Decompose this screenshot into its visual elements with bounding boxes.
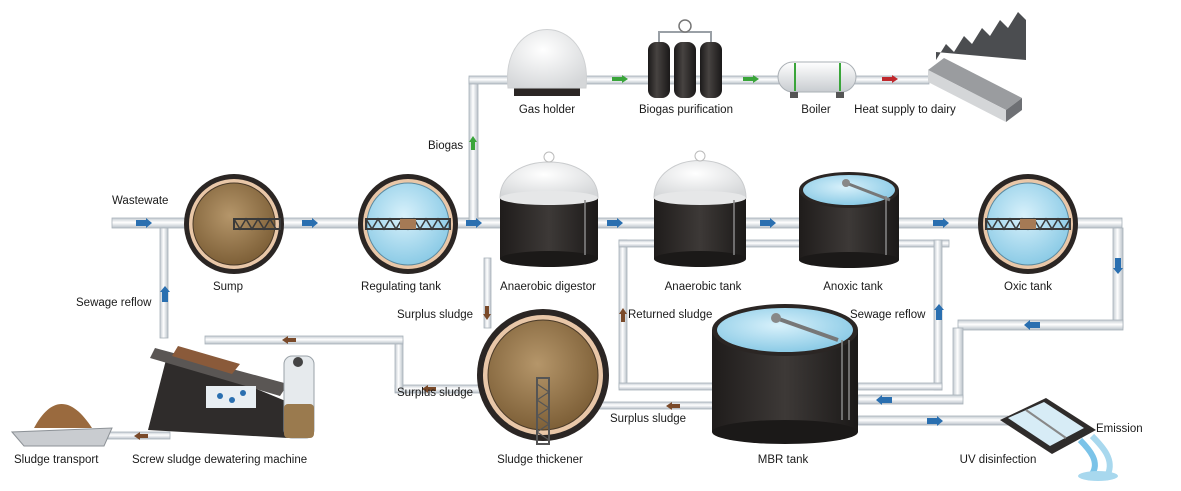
sludge-arrow-up xyxy=(619,308,627,322)
label-emission: Emission xyxy=(1096,423,1143,435)
sludge-arrow-down xyxy=(483,306,491,320)
label-uv-disinfection: UV disinfection xyxy=(960,454,1037,466)
labels: Wastewate Sump Regulating tank Anaerobic… xyxy=(14,104,1143,466)
label-biogas-purification: Biogas purification xyxy=(639,104,733,116)
oxic-tank xyxy=(978,174,1078,274)
label-oxic-tank: Oxic tank xyxy=(1004,281,1052,293)
anaerobic-digestor-tank xyxy=(499,151,599,267)
water-arrow-up xyxy=(160,286,170,302)
label-returned-sludge: Returned sludge xyxy=(628,309,712,321)
gas-arrow xyxy=(612,75,628,83)
regulating-tank xyxy=(358,174,458,274)
sludge-thickener-tank xyxy=(477,309,609,445)
label-anaerobic-digestor: Anaerobic digestor xyxy=(500,281,596,293)
water-arrow-left xyxy=(1024,320,1040,330)
label-biogas: Biogas xyxy=(428,140,463,152)
pipe-returned-top xyxy=(618,239,950,248)
pipe-returned-bottom xyxy=(618,382,720,391)
label-anoxic-tank: Anoxic tank xyxy=(823,281,883,293)
sludge-transport-cart xyxy=(10,403,113,447)
label-surplus-sludge-3: Surplus sludge xyxy=(610,413,686,425)
label-heat-supply: Heat supply to dairy xyxy=(854,104,956,116)
label-regulating-tank: Regulating tank xyxy=(361,281,441,293)
sludge-arrow-left xyxy=(282,336,296,344)
label-gas-holder: Gas holder xyxy=(519,104,575,116)
sludge-arrow-left xyxy=(134,432,148,440)
pipe-right-down xyxy=(1112,227,1124,329)
gas-arrow xyxy=(743,75,759,83)
water-arrow-up xyxy=(934,304,944,320)
gas-arrow-up xyxy=(469,136,477,150)
anaerobic-tank xyxy=(653,150,747,267)
gas-holder xyxy=(507,29,587,96)
biogas-purification-unit xyxy=(648,19,722,98)
water-arrow xyxy=(466,218,482,228)
water-arrow-left xyxy=(876,395,892,405)
pipe-sewage-reflow-left xyxy=(159,227,169,339)
pipe-return-horizontal xyxy=(957,319,1124,331)
label-surplus-sludge-2: Surplus sludge xyxy=(397,387,473,399)
water-arrow xyxy=(760,218,776,228)
water-arrow xyxy=(933,218,949,228)
label-sludge-transport: Sludge transport xyxy=(14,454,99,466)
label-sump: Sump xyxy=(213,281,243,293)
pipe-surplus-digestor xyxy=(483,257,492,329)
label-screw-dewatering: Screw sludge dewatering machine xyxy=(132,454,307,466)
uv-disinfection-unit xyxy=(1000,398,1118,481)
mbr-tank xyxy=(712,304,858,444)
pipe-return-down xyxy=(952,327,964,399)
label-wastewater: Wastewate xyxy=(112,195,168,207)
label-sewage-reflow-right: Sewage reflow xyxy=(850,309,926,321)
heat-arrow xyxy=(882,75,898,83)
boiler-unit xyxy=(777,61,857,98)
water-arrow-down xyxy=(1113,258,1123,274)
label-boiler: Boiler xyxy=(801,104,831,116)
pipe-mbr-in xyxy=(857,394,964,405)
label-anaerobic-tank: Anaerobic tank xyxy=(665,281,742,293)
water-arrow xyxy=(136,218,152,228)
dairy-building xyxy=(928,12,1026,122)
sludge-arrow-left xyxy=(666,402,680,410)
pipe-biogas-up xyxy=(468,77,479,224)
pipe-reflow-bottom xyxy=(857,382,943,391)
flow-arrows xyxy=(134,75,1123,440)
pipe-thickener-up xyxy=(394,339,404,393)
water-arrow xyxy=(302,218,318,228)
water-arrow xyxy=(607,218,623,228)
water-arrow-right xyxy=(927,416,943,426)
anoxic-tank xyxy=(799,172,899,268)
pipe-dewater-top xyxy=(204,335,404,345)
label-surplus-sludge-1: Surplus sludge xyxy=(397,309,473,321)
screw-dewatering-machine xyxy=(148,346,315,439)
label-mbr-tank: MBR tank xyxy=(758,454,809,466)
label-sewage-reflow-left: Sewage reflow xyxy=(76,297,152,309)
label-sludge-thickener: Sludge thickener xyxy=(497,454,583,466)
pipe-surplus-mbr xyxy=(589,401,721,410)
sludge-arrow-left xyxy=(422,385,436,393)
sump-tank xyxy=(184,174,284,274)
